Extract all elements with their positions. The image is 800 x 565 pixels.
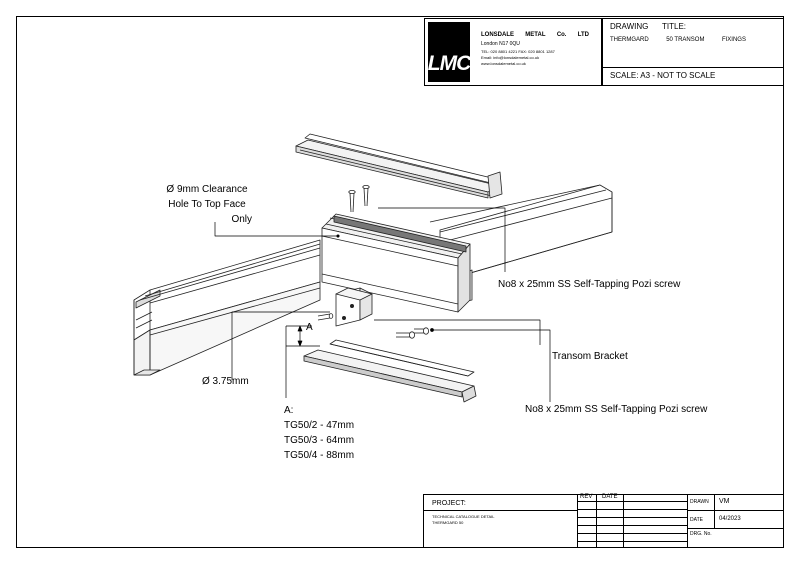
top-cap-profile [295,133,503,199]
company-name-part: Co. [556,32,567,38]
project-line: TECHNICAL CATALOGUE DETAIL [432,514,495,519]
transom-profile [321,213,471,313]
title-block-v4 [687,494,688,548]
drawing-title-box [602,18,784,86]
drawing-number-label: DRG. No. [690,531,712,537]
company-logo: LMC [428,22,471,82]
screw-top-label: No8 x 25mm SS Self-Tapping Pozi screw [498,279,681,290]
title-block-v3 [623,494,624,548]
leader-lines [214,207,551,402]
side-screws [317,313,429,339]
clearance-hole-line: Only [231,214,252,225]
rev-row-line [577,501,687,502]
company-tel-fax: TEL: 020 8801 4221 FAX: 020 8801 1287 [481,49,555,54]
company-info-box [424,18,602,86]
company-name-part: LTD [577,32,589,38]
clearance-hole-line: Ø 9mm Clearance [166,184,248,195]
company-name: LONSDALE METAL Co. LTD [481,32,589,38]
dimension-a-value: TG50/4 - 88mm [284,450,355,461]
drawn-value: VM [719,498,730,505]
rev-row-line [577,533,687,534]
transom-bracket-label: Transom Bracket [552,351,628,362]
screw-bottom-label: No8 x 25mm SS Self-Tapping Pozi screw [525,404,708,415]
date-row-line [687,528,784,529]
drawn-row-line [687,510,784,511]
company-address: London N17 0QU [481,41,520,47]
company-email: Email: info@lonsdalemetal.co.uk [481,55,540,60]
date-value: 04/2023 [719,516,741,522]
drawing-title-part: FIXINGS [721,37,746,43]
rev-row-line [577,517,687,518]
top-screws [348,184,370,213]
title-block-v1 [577,494,578,548]
drawing-title: THERMGARD 50 TRANSOM FIXINGS [610,37,746,43]
dimension-a-heading: A: [284,405,294,416]
drawing-title-part: THERMGARD [610,37,649,43]
rev-row-line [577,525,687,526]
clearance-hole-line: Hole To Top Face [168,199,246,210]
title-label: TITLE: [662,22,687,31]
drawn-label: DRAWN [690,499,709,505]
dimension-a-table: A: TG50/2 - 47mm TG50/3 - 64mm TG50/4 - … [284,403,354,463]
company-name-part: LONSDALE [481,32,514,38]
title-block-v5 [714,494,715,528]
project-divider [423,510,577,511]
diameter-label: Ø 3.75mm [202,376,249,387]
dimension-a-value: TG50/2 - 47mm [284,420,355,431]
rev-row-line [577,509,687,510]
drawing-sheet-border [16,16,784,548]
project-label: PROJECT: [432,500,466,507]
bottom-cap-profile [303,339,477,403]
rev-row-line [577,541,687,542]
drawing-label: DRAWING [610,22,649,31]
drawing-title-part: 50 TRANSOM [666,37,705,43]
title-divider [602,67,784,68]
title-block-v2 [596,494,597,548]
drawing-scale: SCALE: A3 - NOT TO SCALE [610,71,716,80]
company-website: www.lonsdalemetal.co.uk [481,61,526,66]
date-label: DATE [690,517,703,523]
dimension-a-marker: A [306,322,313,333]
date-column-header: DATE [602,494,618,500]
transom-bracket [335,287,373,327]
clearance-hole-note: Ø 9mm Clearance Hole To Top Face Only [152,182,262,227]
rev-column-header: REV [580,494,593,500]
project-line: THERMGARD 50 [432,520,464,525]
company-name-part: METAL [525,32,546,38]
dimension-a-value: TG50/3 - 64mm [284,435,355,446]
title-block [423,494,784,548]
